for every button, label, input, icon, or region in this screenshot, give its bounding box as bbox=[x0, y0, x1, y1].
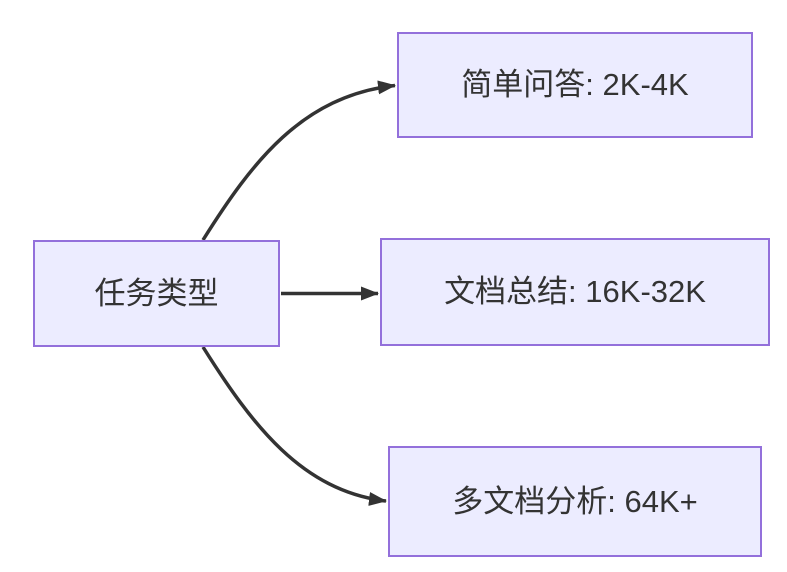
node-doc-summary: 文档总结: 16K-32K bbox=[380, 238, 770, 346]
node-multi-doc-label: 多文档分析: 64K+ bbox=[452, 483, 698, 519]
node-doc-summary-label: 文档总结: 16K-32K bbox=[444, 274, 706, 310]
node-task-type: 任务类型 bbox=[33, 240, 280, 347]
node-simple-qa-label: 简单问答: 2K-4K bbox=[461, 67, 689, 103]
node-simple-qa: 简单问答: 2K-4K bbox=[397, 32, 753, 138]
node-task-type-label: 任务类型 bbox=[94, 275, 219, 311]
edge-task-type-to-simple-qa bbox=[201, 80, 396, 241]
edge-task-type-to-multi-doc bbox=[201, 346, 387, 506]
node-multi-doc: 多文档分析: 64K+ bbox=[388, 446, 762, 557]
